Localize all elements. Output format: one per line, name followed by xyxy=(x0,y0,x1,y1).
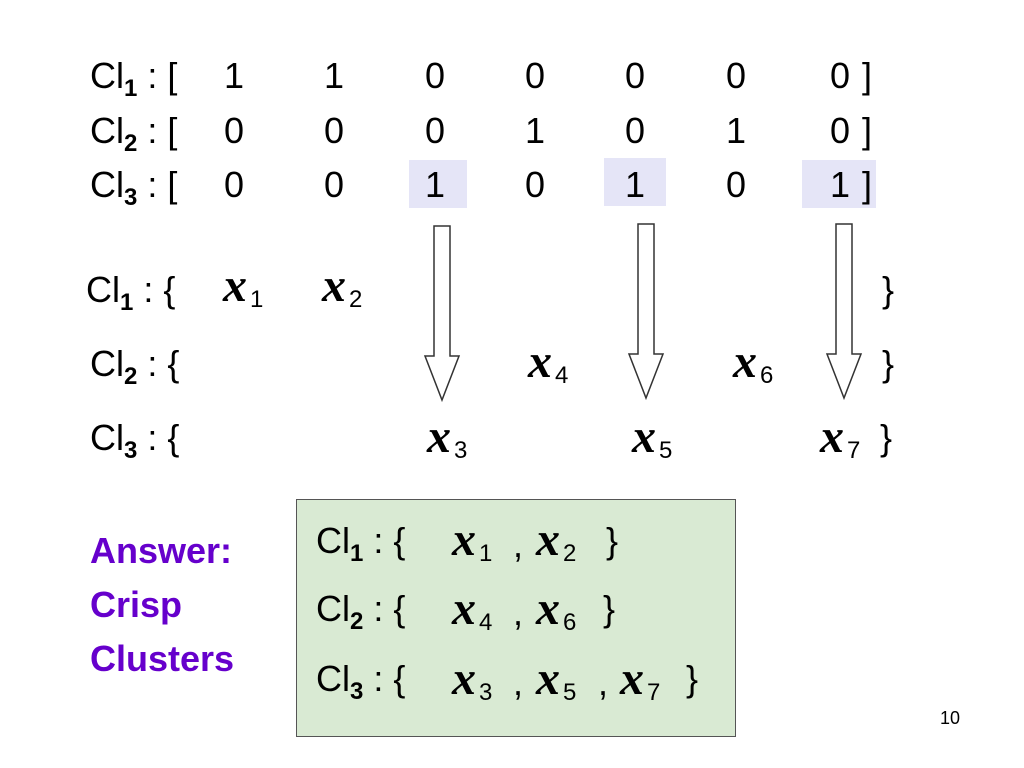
result-box xyxy=(296,499,736,737)
matrix-cell: 0 xyxy=(324,110,345,151)
answer-line: Crisp xyxy=(90,584,183,625)
result-row-3-close: } xyxy=(686,658,699,699)
page-number: 10 xyxy=(940,708,961,728)
result-row-3-label: Cl3 : { xyxy=(316,658,406,705)
matrix-row-1-close: ] xyxy=(862,55,873,96)
answer-label: Answer: Crisp Clusters xyxy=(90,524,234,686)
result-separator: , xyxy=(513,592,524,633)
set-row-1-label: Cl1 : { xyxy=(86,269,176,316)
matrix-cell: 0 xyxy=(224,110,245,151)
matrix-row-3-close: ] xyxy=(862,164,873,205)
matrix-cell: 0 xyxy=(625,110,646,151)
set-row-1-close: } xyxy=(882,269,895,310)
matrix-cell: 0 xyxy=(224,164,245,205)
matrix-cell: 0 xyxy=(425,55,446,96)
answer-line: Clusters xyxy=(90,638,235,679)
matrix-cell: 0 xyxy=(324,164,345,205)
set-row-2-close: } xyxy=(882,343,895,384)
result-separator: , xyxy=(513,662,524,703)
result-separator: , xyxy=(513,524,524,565)
matrix-row-1-label: Cl1 : [ xyxy=(90,55,178,102)
matrix-cell: 0 xyxy=(425,110,446,151)
matrix-cell: 0 xyxy=(726,164,747,205)
answer-line: Answer: xyxy=(90,530,233,571)
matrix-cell: 0 xyxy=(726,55,747,96)
down-arrow-icon xyxy=(627,223,665,401)
matrix-cell: 0 xyxy=(525,55,546,96)
matrix-cell: 1 xyxy=(324,55,345,96)
matrix-cell: 0 xyxy=(525,164,546,205)
matrix-cell: 1 xyxy=(830,164,851,205)
highlight-col-7 xyxy=(802,160,876,208)
matrix-cell: 0 xyxy=(830,110,851,151)
matrix-cell: 0 xyxy=(625,55,646,96)
matrix-cell: 1 xyxy=(525,110,546,151)
matrix-cell: 1 xyxy=(726,110,747,151)
set-row-3-label: Cl3 : { xyxy=(90,417,180,464)
matrix-row-2-label: Cl2 : [ xyxy=(90,110,178,157)
highlight-col-5 xyxy=(604,158,666,206)
result-row-2-close: } xyxy=(603,588,616,629)
result-row-1-label: Cl1 : { xyxy=(316,520,406,567)
result-separator: , xyxy=(598,662,609,703)
set-row-3-close: } xyxy=(880,417,893,458)
matrix-row-3-label: Cl3 : [ xyxy=(90,164,178,211)
down-arrow-icon xyxy=(423,225,461,403)
result-row-2-label: Cl2 : { xyxy=(316,588,406,635)
set-row-2-label: Cl2 : { xyxy=(90,343,180,390)
matrix-cell: 1 xyxy=(625,164,646,205)
matrix-cell: 0 xyxy=(830,55,851,96)
matrix-row-2-close: ] xyxy=(862,110,873,151)
matrix-cell: 1 xyxy=(224,55,245,96)
result-row-1-close: } xyxy=(606,520,619,561)
highlight-col-3 xyxy=(409,160,467,208)
matrix-cell: 1 xyxy=(425,164,446,205)
down-arrow-icon xyxy=(825,223,863,401)
